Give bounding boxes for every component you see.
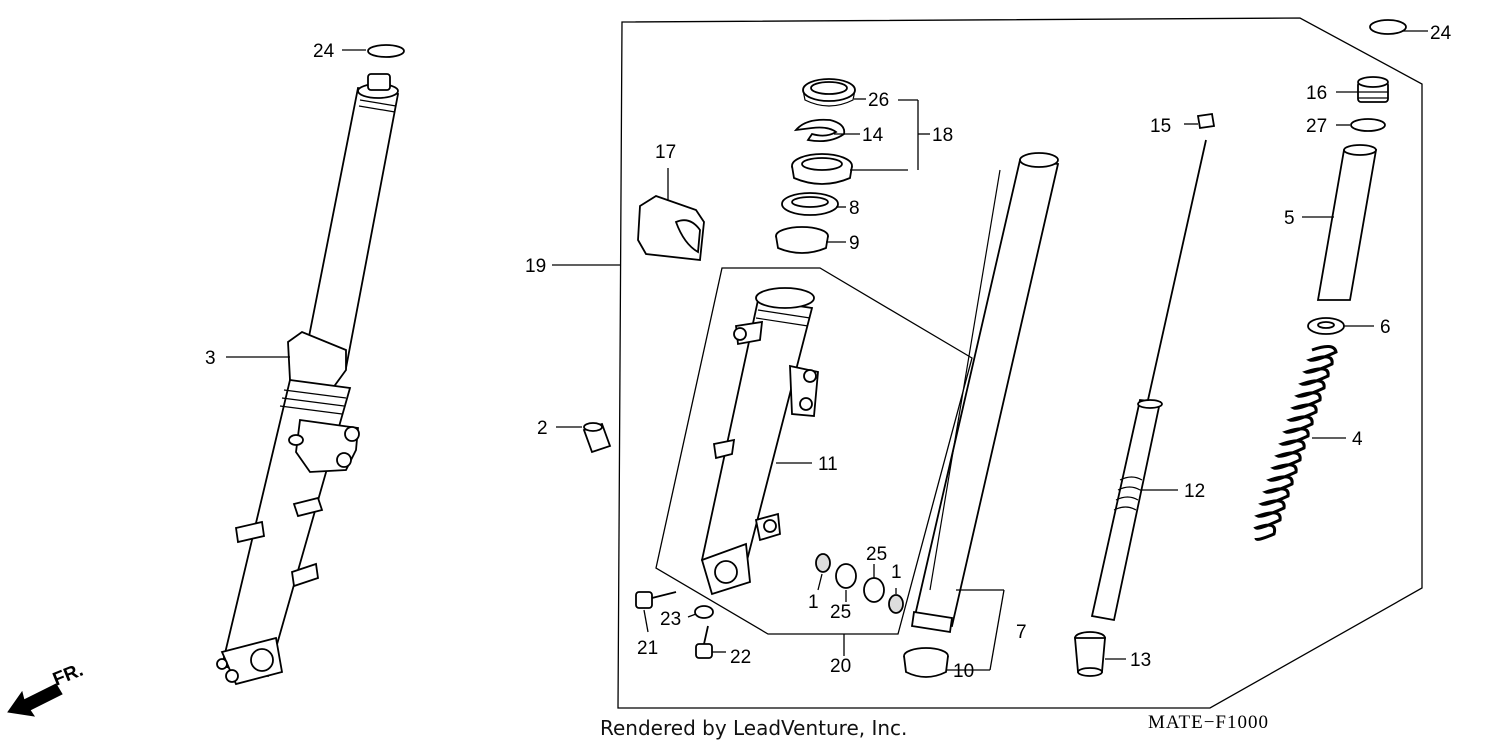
label-20: 20 — [830, 656, 851, 677]
label-23: 23 — [660, 609, 681, 630]
label-13: 13 — [1130, 650, 1151, 671]
fork-slider-11 — [700, 287, 819, 596]
label-2: 2 — [537, 418, 548, 439]
label-25-lower: 25 — [830, 602, 851, 623]
label-18: 18 — [932, 125, 953, 146]
oil-seal-26 — [802, 78, 856, 107]
ring-24-left — [367, 44, 405, 58]
seal-18 — [791, 153, 853, 185]
spring-seat-6 — [1307, 317, 1345, 335]
assembly-19-outline — [617, 17, 1423, 709]
fork-pipe-7 — [910, 152, 1060, 634]
collar-25-right — [863, 577, 885, 603]
bolt-22 — [695, 625, 713, 659]
label-17: 17 — [655, 142, 676, 163]
slider-bushing-10 — [903, 647, 949, 678]
stop-ring-14 — [793, 118, 846, 143]
label-21: 21 — [637, 638, 658, 659]
pin-2 — [582, 422, 612, 454]
front-direction-arrow-icon: FR. — [7, 660, 86, 717]
collar-1-right — [888, 594, 904, 614]
label-15: 15 — [1150, 116, 1171, 137]
label-14: 14 — [862, 125, 884, 146]
nut-15 — [1196, 112, 1216, 130]
label-3: 3 — [205, 348, 216, 369]
label-6: 6 — [1380, 317, 1391, 338]
complete-fork-assembly-3 — [216, 73, 400, 686]
label-5: 5 — [1284, 208, 1295, 229]
label-10: 10 — [953, 661, 974, 682]
label-16: 16 — [1306, 83, 1327, 104]
collar-1-left — [815, 553, 831, 573]
bolt-21 — [635, 591, 677, 609]
direction-label: FR. — [50, 660, 86, 691]
label-1-left: 1 — [808, 592, 819, 613]
label-4: 4 — [1352, 429, 1363, 450]
ring-24-right — [1369, 19, 1407, 35]
label-11: 11 — [818, 454, 838, 475]
back-up-ring-8 — [781, 192, 839, 216]
collar-25-left — [835, 563, 857, 589]
label-26: 26 — [868, 90, 889, 111]
assembly-20-outline — [655, 267, 973, 635]
o-ring-27 — [1350, 118, 1386, 132]
diagram-code: MATE−F1000 — [1148, 712, 1270, 733]
damper-rod-12 — [1090, 139, 1207, 622]
label-25-upper: 25 — [866, 544, 887, 565]
fork-spring-4 — [1253, 345, 1338, 541]
render-credit: Rendered by LeadVenture, Inc. — [600, 716, 908, 740]
spring-collar-5 — [1316, 144, 1378, 301]
label-9: 9 — [849, 233, 860, 254]
label-8: 8 — [849, 198, 860, 219]
label-19: 19 — [525, 256, 546, 277]
cap-bolt-16 — [1357, 76, 1389, 103]
label-24-left: 24 — [313, 41, 335, 62]
guide-bush-9 — [775, 226, 829, 254]
washer-23 — [694, 605, 714, 619]
leader-lines — [226, 30, 1428, 671]
label-22: 22 — [730, 647, 751, 668]
label-24-right: 24 — [1430, 23, 1452, 44]
oil-lock-piece-13 — [1074, 631, 1106, 677]
fork-guard-17 — [637, 195, 705, 261]
label-12: 12 — [1184, 481, 1205, 502]
label-27: 27 — [1306, 116, 1327, 137]
label-1-right: 1 — [891, 562, 902, 583]
label-7: 7 — [1016, 622, 1027, 643]
part-number-labels: 24 3 2 19 17 26 14 18 8 9 11 15 24 16 27… — [205, 23, 1452, 682]
